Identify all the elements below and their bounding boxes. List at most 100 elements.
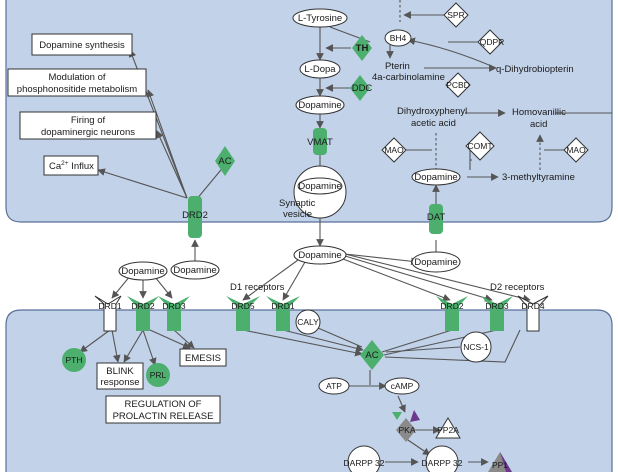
l-tyrosine-node: L-Tyrosine: [292, 8, 348, 28]
edge-pka-darpp: [404, 437, 431, 456]
dat-transporter: DAT: [427, 204, 445, 234]
edge-cleft-drd4: [344, 253, 531, 303]
prl-node: PRL: [146, 363, 170, 387]
svg-text:Dopamine synthesis: Dopamine synthesis: [39, 40, 125, 51]
svg-text:Dopamine: Dopamine: [173, 265, 216, 276]
drd4-receptor: DRD4: [517, 295, 549, 332]
svg-text:MAO: MAO: [566, 145, 586, 155]
drd3-left-receptor: DRD3: [158, 296, 190, 331]
ac-postsynaptic: AC: [360, 340, 384, 370]
svg-text:cAMP: cAMP: [391, 381, 414, 391]
edge-cleft-dat: [344, 253, 419, 266]
synaptic-vesicle: Dopamine: [293, 165, 347, 219]
edge-drd5-ac: [242, 329, 363, 357]
svg-text:SPR: SPR: [447, 10, 464, 20]
svg-text:DRD2: DRD2: [182, 210, 208, 221]
edge-camp-pka: [397, 395, 406, 413]
edge-drd1-blink: [111, 329, 121, 363]
dopamine-cleft-node: Dopamine: [293, 245, 347, 265]
edge-drd1-pth: [79, 329, 111, 353]
svg-text:NCS-1: NCS-1: [463, 342, 489, 352]
th-enzyme: TH: [352, 35, 372, 61]
svg-text:BH4: BH4: [390, 33, 407, 43]
edge-dopamine-drd1l: [111, 275, 131, 299]
ncs1-node: NCS-1: [460, 331, 492, 363]
synapse-nodes: Dopamine D1 receptors D2 receptors: [230, 245, 545, 293]
svg-text:Dopamine: Dopamine: [298, 181, 341, 192]
edge-ac-drd2: [195, 164, 226, 201]
svg-text:DRD1: DRD1: [98, 301, 121, 311]
pcbd-enzyme: PCBD: [445, 72, 471, 98]
svg-text:CALY: CALY: [297, 317, 319, 327]
edge-drd2-ac: [381, 329, 453, 353]
edge-drd2-emesis: [149, 329, 191, 349]
svg-text:PRL: PRL: [150, 370, 167, 380]
dopamine-dat-node: Dopamine: [411, 251, 461, 273]
edge-ncs1-ac: [385, 346, 461, 353]
svg-text:ATP: ATP: [326, 381, 342, 391]
edge-drd2-ca: [97, 168, 188, 199]
svg-text:DRD3: DRD3: [485, 301, 508, 311]
svg-text:PTH: PTH: [66, 355, 83, 365]
svg-text:QDPR: QDPR: [480, 37, 505, 47]
svg-text:DDC: DDC: [352, 83, 373, 94]
atp-node: ATP: [318, 377, 350, 395]
qdpr-enzyme: QDPR: [477, 29, 505, 55]
dopamine-top-node: Dopamine: [295, 95, 345, 115]
caly-node: CALY: [295, 309, 321, 335]
pp2a-node: PP2A: [435, 417, 461, 439]
svg-text:DARPP 32: DARPP 32: [344, 458, 385, 468]
darpp32-right-node: DARPP 32: [422, 445, 463, 472]
drd2-left-receptor: DRD2: [127, 296, 159, 331]
emesis-box: EMESIS: [179, 348, 227, 367]
edge-drd2-prl: [142, 329, 157, 366]
drd2-autoreceptor: DRD2: [182, 196, 208, 238]
edge-caly-ac: [317, 327, 363, 348]
svg-text:PCBD: PCBD: [446, 80, 470, 90]
ac-presynaptic: AC: [215, 146, 235, 176]
svg-text:PP1: PP1: [492, 460, 508, 470]
edge-cleft-drd3: [344, 255, 493, 302]
ca-influx-box: Ca2+ Influx: [43, 155, 99, 176]
drd5-receptor: DRD5: [226, 296, 260, 331]
d2-receptors-label: D2 receptors: [490, 282, 545, 293]
postsynaptic-neuron: [5, 309, 613, 472]
camp-node: cAMP: [384, 377, 420, 395]
dopamine-synthesis-box: Dopamine synthesis: [31, 33, 133, 56]
bh4-node: BH4: [384, 29, 412, 47]
pp1-node: PP1: [488, 452, 512, 472]
edge-drd2-blink: [123, 329, 144, 363]
spr-enzyme: SPR: [443, 2, 469, 28]
svg-text:DARPP 32: DARPP 32: [422, 458, 463, 468]
mao-left-enzyme: MAO: [381, 137, 407, 163]
drd2-right-receptor: DRD2: [436, 296, 468, 331]
pka-complex: PKA: [392, 410, 420, 442]
svg-text:PP2A: PP2A: [437, 425, 459, 435]
edge-drd2-phospho: [146, 89, 188, 199]
edge-drd1-ac: [282, 329, 364, 353]
svg-text:AC: AC: [365, 350, 378, 361]
edge-cleft-drd1: [282, 261, 306, 301]
svg-text:DRD3: DRD3: [162, 301, 185, 311]
svg-text:DRD2: DRD2: [440, 301, 463, 311]
svg-text:TH: TH: [356, 43, 369, 54]
svg-text:L-Tyrosine: L-Tyrosine: [298, 13, 342, 24]
drd3-right-receptor: DRD3: [481, 296, 513, 331]
d1-receptors-label: D1 receptors: [230, 282, 285, 293]
l-dopa-node: L-Dopa: [299, 59, 341, 79]
svg-text:Dopamine: Dopamine: [298, 100, 341, 111]
svg-text:PKA: PKA: [398, 425, 415, 435]
edge-drd2-firing: [156, 130, 188, 199]
edge-cleft-drd2: [342, 258, 451, 302]
svg-text:Dopamine: Dopamine: [414, 172, 457, 183]
dopamine-autoreceptor-node: Dopamine: [170, 260, 220, 280]
